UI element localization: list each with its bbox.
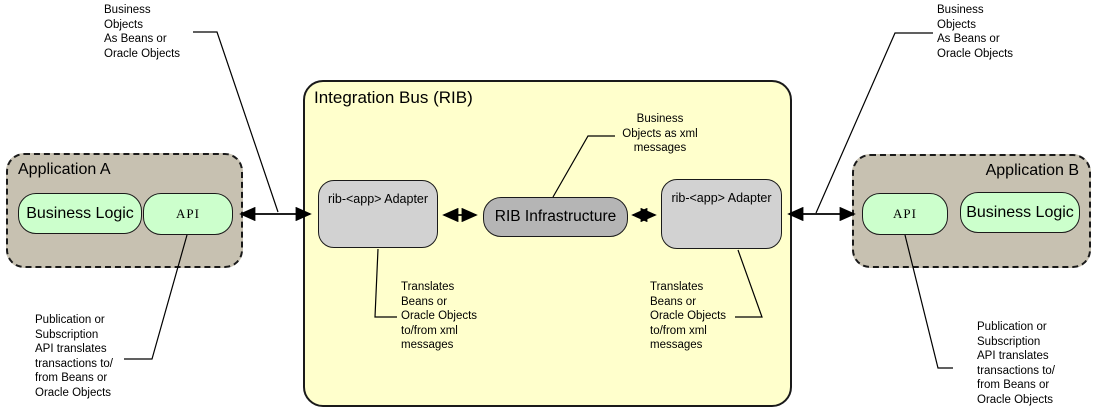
note-business-objects-xml: Business Objects as xml messages	[622, 113, 698, 154]
app-a-business-logic-label: Business Logic	[26, 204, 134, 222]
rib-infrastructure-node: RIB Infrastructure	[483, 197, 628, 237]
app-a-api-label: API	[176, 206, 200, 221]
app-b-api-node: API	[862, 193, 948, 235]
note-adapter-translates-right: Translates Beans or Oracle Objects to/fr…	[650, 281, 727, 351]
rib-adapter-left-node: rib-<app> Adapter	[318, 180, 438, 248]
note-publication-subscription-left: Publication or Subscription API translat…	[35, 314, 113, 399]
application-b-label: Application B	[985, 162, 1079, 179]
application-a-label: Application A	[18, 161, 111, 178]
rib-adapter-right-node: rib-<app> Adapter	[661, 179, 782, 249]
note-business-objects-beans-left: Business Objects As Beans or Oracle Obje…	[104, 4, 181, 60]
note-business-objects-beans-right: Business Objects As Beans or Oracle Obje…	[937, 4, 1014, 60]
app-a-api-node: API	[143, 193, 233, 235]
note-publication-subscription-right: Publication or Subscription API translat…	[977, 321, 1055, 406]
rib-adapter-right-label: rib-<app> Adapter	[671, 191, 772, 205]
app-a-business-logic-node: Business Logic	[18, 193, 142, 234]
rib-adapter-left-label: rib-<app> Adapter	[327, 192, 429, 206]
integration-bus-title: Integration Bus (RIB)	[314, 88, 473, 107]
note-adapter-translates-left: Translates Beans or Oracle Objects to/fr…	[401, 281, 478, 351]
app-b-business-logic-node: Business Logic	[960, 192, 1080, 233]
app-b-business-logic-label: Business Logic	[966, 203, 1074, 221]
rib-infrastructure-label: RIB Infrastructure	[494, 208, 617, 225]
app-b-api-label: API	[893, 206, 917, 221]
